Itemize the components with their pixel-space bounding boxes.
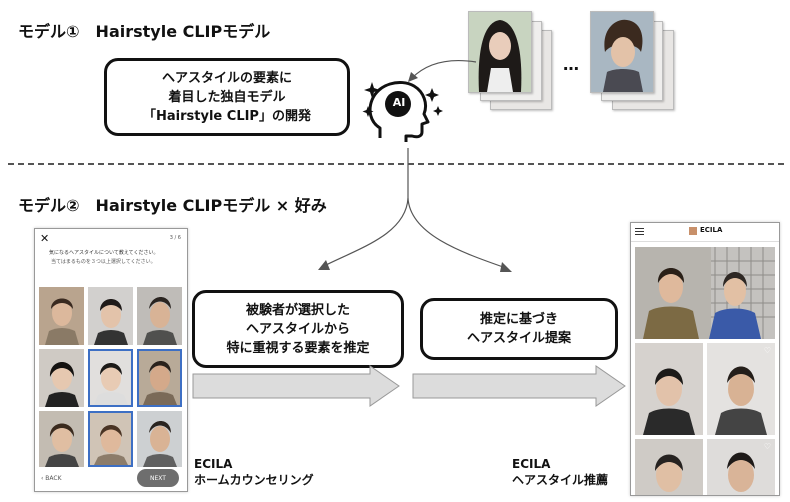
section-divider [8,163,784,165]
bubble-line: 着目した独自モデル [168,89,286,105]
recommended-style[interactable] [635,439,703,495]
model1-bubble: ヘアスタイルの要素に 着目した独自モデル 「Hairstyle CLIP」の開発 [104,58,350,136]
ellipsis: … [563,55,579,74]
page-indicator: 3 / 6 [169,235,181,241]
hairstyle-option[interactable] [137,287,182,345]
next-button[interactable]: NEXT [137,469,179,487]
ai-head-icon [362,81,443,142]
hairstyle-option-selected[interactable] [88,411,133,467]
ai-label: AI [392,96,406,109]
flow-arrow-icon [192,365,400,407]
hairstyle-option-selected[interactable] [88,349,133,407]
back-button[interactable]: ‹ BACK [41,475,62,482]
hairstyle-option[interactable] [39,411,84,467]
hairstyle-option[interactable] [137,411,182,467]
hairstyle-option[interactable] [39,349,84,407]
flow-arrow-icon [412,365,626,407]
estimate-bubble: 被験者が選択した ヘアスタイルから 特に重視する要素を推定 [192,290,404,368]
hairstyle-option[interactable] [88,287,133,345]
counseling-label: ECILA ホームカウンセリング [194,456,314,488]
close-icon[interactable]: ✕ [40,232,50,245]
input-arrow-icon [408,59,477,82]
photo-woman [468,11,532,93]
hairstyle-option[interactable] [39,287,84,345]
bubble-line: 特に重視する要素を推定 [226,340,370,356]
label-line: ホームカウンセリング [194,473,314,487]
favorite-icon[interactable]: ♡ [763,346,771,355]
question-text: 気になるヘアスタイルについて教えてください。 [49,250,159,256]
brand-name: ECILA [700,226,723,234]
proposal-bubble: 推定に基づき ヘアスタイル提案 [420,298,618,360]
bubble-line: 推定に基づき [479,312,558,327]
counseling-screen: ✕ 3 / 6 気になるヘアスタイルについて教えてください。 当てはまるものを３… [34,228,188,492]
recommend-label: ECILA ヘアスタイル推薦 [512,456,608,488]
bubble-line: 被験者が選択した [245,302,350,318]
bubble-line: ヘアスタイル提案 [466,331,571,346]
favorite-icon[interactable]: ♡ [763,442,771,451]
label-line: ECILA [194,457,233,471]
recommended-style[interactable]: ♡ [707,439,775,495]
recommend-screen: ECILA ♡ ♡ [630,222,780,496]
menu-icon[interactable] [635,228,644,235]
bubble-line: ヘアスタイルから [245,321,350,337]
hairstyle-option-selected[interactable] [137,349,182,407]
recommended-style[interactable]: ♡ [707,343,775,435]
bubble-line: ヘアスタイルの要素に [161,70,292,86]
branch-arrows-icon [318,148,512,272]
label-line: ECILA [512,457,551,471]
bubble-line: 「Hairstyle CLIP」の開発 [143,108,311,124]
recommended-style[interactable] [635,343,703,435]
instruction-text: 当てはまるものを３つ以上選択してください。 [51,259,156,265]
photo-man [590,11,654,93]
model1-title: モデル① Hairstyle CLIPモデル [18,22,271,41]
model2-title: モデル② Hairstyle CLIPモデル × 好み [18,196,327,215]
label-line: ヘアスタイル推薦 [512,473,609,487]
recommended-style[interactable] [635,247,775,339]
logo-icon [689,227,697,235]
header-divider [631,241,779,242]
